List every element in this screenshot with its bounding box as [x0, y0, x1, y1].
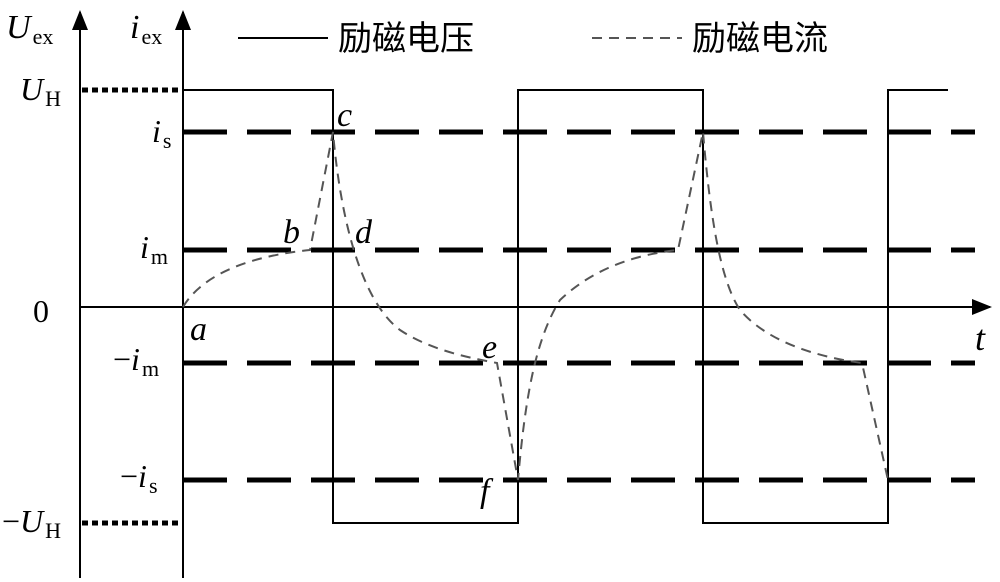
x-axis-label: t: [975, 318, 986, 358]
legend-current-label: 励磁电流: [692, 19, 828, 59]
is-label: is: [152, 113, 171, 153]
excitation-current-curve: [182, 131, 889, 481]
point-f-label: f: [480, 473, 494, 510]
neg-im-label: −im: [113, 341, 159, 381]
point-e-label: e: [482, 329, 497, 366]
point-c-label: c: [337, 97, 352, 134]
zero-label: 0: [33, 293, 49, 329]
y-left-label: Uex: [6, 9, 53, 49]
point-b-label: b: [283, 214, 300, 251]
point-a-label: a: [190, 311, 207, 348]
legend-voltage-label: 励磁电压: [338, 19, 474, 59]
neg-uh-label: −UH: [2, 503, 61, 543]
y-right-label: iex: [130, 9, 162, 49]
excitation-voltage-wave: [182, 89, 948, 524]
uh-label: UH: [20, 71, 61, 111]
im-label: im: [140, 229, 168, 269]
point-d-label: d: [355, 214, 373, 251]
neg-is-label: −is: [120, 458, 158, 498]
